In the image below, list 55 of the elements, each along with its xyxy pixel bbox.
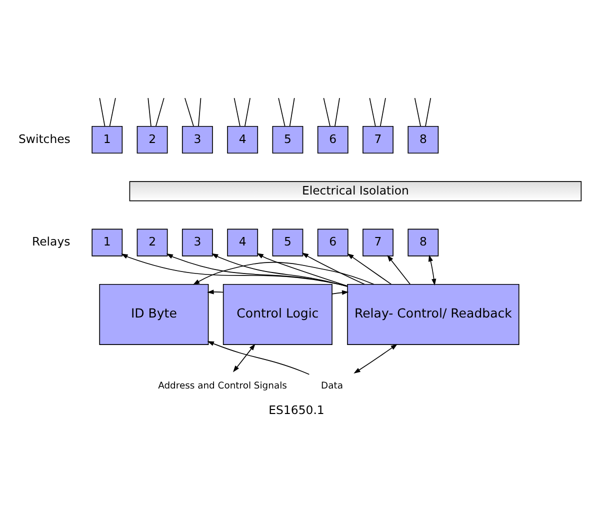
arrow (347, 253, 392, 285)
node-box: 1 (92, 228, 123, 256)
connector (109, 98, 116, 127)
node-box: 3 (182, 228, 213, 256)
connector (323, 98, 330, 127)
arrow (207, 341, 310, 375)
label: Relays (32, 234, 70, 249)
node-box: 8 (408, 126, 439, 154)
node-box: 6 (317, 126, 348, 154)
arrow (332, 290, 349, 295)
connector (99, 98, 106, 127)
label: Switches (18, 132, 70, 146)
connector (289, 98, 295, 127)
arrow (256, 253, 348, 286)
node-box: 6 (317, 228, 348, 256)
node-box: 5 (272, 228, 304, 256)
arrow (354, 344, 398, 374)
node-box: 7 (362, 228, 394, 256)
node-box: 7 (362, 126, 394, 154)
arrow (207, 290, 224, 294)
connector (184, 98, 194, 127)
arrow (166, 253, 348, 287)
node-box: 5 (272, 126, 304, 154)
node-text: Address and Control Signals (158, 380, 287, 392)
node-box: 8 (408, 228, 439, 256)
connector (234, 98, 240, 127)
connector (278, 98, 286, 127)
connector (334, 98, 340, 127)
caption: ES1650.1 (268, 403, 324, 418)
arrow (121, 254, 348, 287)
connector (380, 98, 386, 127)
connector (425, 98, 432, 127)
node-text: Data (321, 380, 343, 392)
node-box: 3 (182, 126, 213, 154)
node-box: Relay- Control/ Readback (347, 284, 520, 345)
node-box: 4 (227, 228, 258, 256)
arrow (232, 344, 256, 372)
arrow (387, 254, 411, 285)
node-box: Control Logic (222, 284, 332, 345)
node-box: 2 (136, 228, 168, 256)
arrow (192, 262, 374, 285)
connector (148, 98, 152, 127)
connector (244, 98, 250, 127)
arrow (428, 254, 436, 286)
node-box: 2 (136, 126, 168, 154)
connector (369, 98, 376, 127)
connector (414, 98, 421, 127)
connector (198, 98, 202, 127)
node-box: 4 (227, 126, 258, 154)
node-box: 1 (92, 126, 123, 154)
arrow (211, 253, 348, 287)
connector (156, 98, 164, 127)
node-box: Electrical Isolation (129, 181, 582, 202)
arrow (302, 252, 365, 285)
node-box: ID Byte (99, 284, 209, 345)
